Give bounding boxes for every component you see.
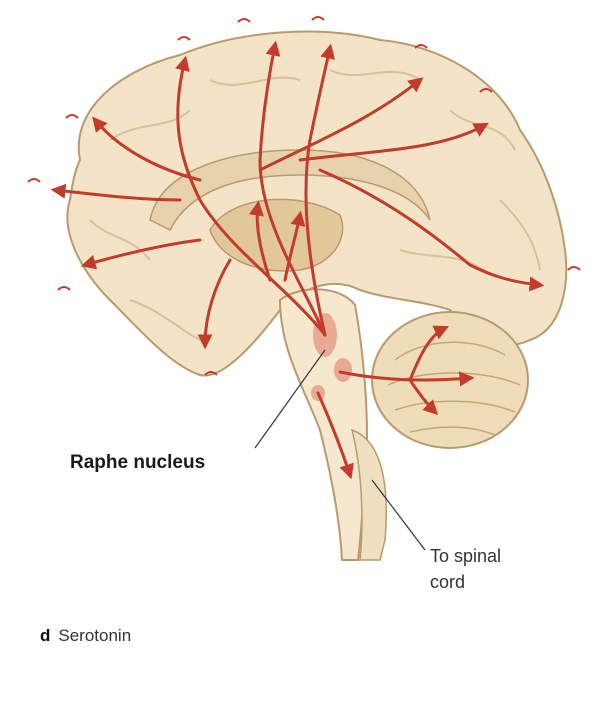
spinal-leader-line bbox=[371, 479, 426, 551]
cerebellum-folia bbox=[387, 341, 521, 436]
raphe-leader-line bbox=[254, 349, 326, 449]
caption-text: Serotonin bbox=[58, 626, 132, 645]
brainstem bbox=[278, 288, 368, 561]
cortical-terminal-marks bbox=[27, 16, 581, 376]
spinal-cord-label-line2: cord bbox=[430, 572, 466, 592]
serotonin-pathways bbox=[50, 40, 545, 480]
figure-caption: d Serotonin bbox=[40, 626, 131, 646]
corpus-callosum bbox=[149, 149, 431, 232]
caption-letter: d bbox=[40, 626, 51, 645]
spinal-cord-label-line1: To spinal bbox=[430, 546, 502, 566]
raphe-nucleus-label: Raphe nucleus bbox=[70, 452, 206, 473]
spinal-cord bbox=[350, 428, 387, 561]
